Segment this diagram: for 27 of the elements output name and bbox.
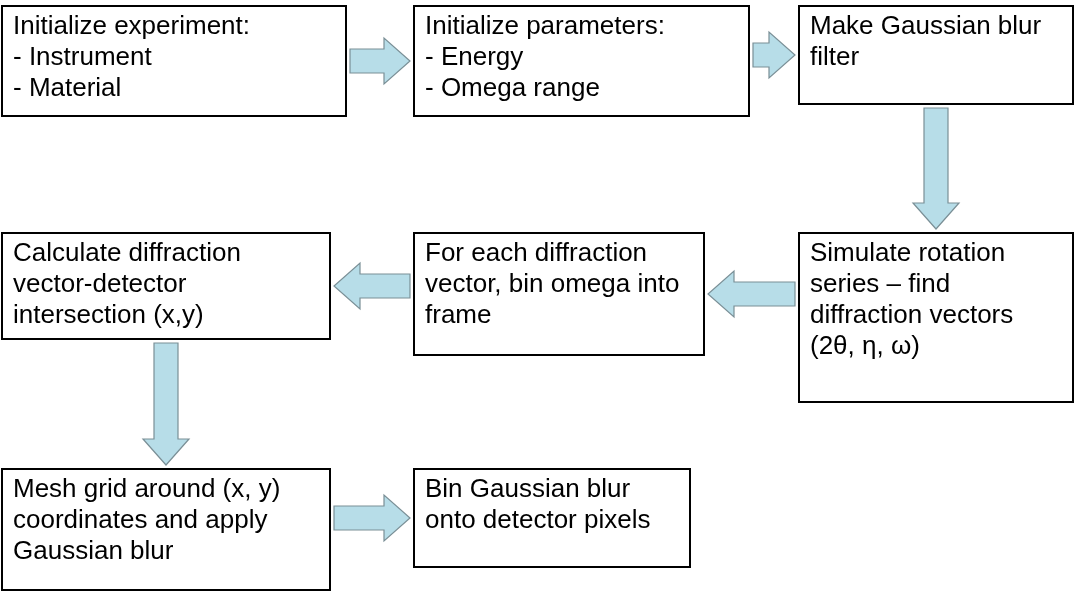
box-text: Mesh grid around (x, y) coordinates and apply Gaussian blur [13, 473, 282, 566]
process-box [1, 468, 331, 591]
process-box [1, 5, 347, 117]
process-box [1, 232, 331, 340]
process-box [413, 468, 691, 568]
box-text: Bin Gaussian blur onto detector pixels [425, 473, 652, 535]
block-arrow [707, 269, 796, 319]
block-arrow [349, 36, 411, 86]
block-arrow [141, 342, 191, 466]
block-arrow [333, 261, 411, 311]
process-box [798, 232, 1074, 403]
box-text: Simulate rotation series – find diffraction vectors (2θ, η, ω) [810, 237, 1015, 361]
process-box [413, 232, 705, 356]
block-arrow [911, 107, 961, 230]
list-item: - Material [13, 72, 123, 103]
process-box [798, 5, 1074, 105]
list-item: - Instrument [13, 41, 153, 72]
box-text: Initialize parameters: [425, 10, 666, 41]
process-box [413, 5, 750, 117]
block-arrow [333, 493, 411, 543]
block-arrow [752, 30, 796, 80]
box-text: Calculate diffraction vector-detector intersection (x,y) [13, 237, 242, 330]
list-item: - Energy [425, 41, 525, 72]
list-item: - Omega range [425, 72, 601, 103]
box-text: Make Gaussian blur filter [810, 10, 1043, 72]
box-text: Initialize experiment: [13, 10, 251, 41]
box-text: For each diffraction vector, bin omega into frame [425, 237, 681, 330]
